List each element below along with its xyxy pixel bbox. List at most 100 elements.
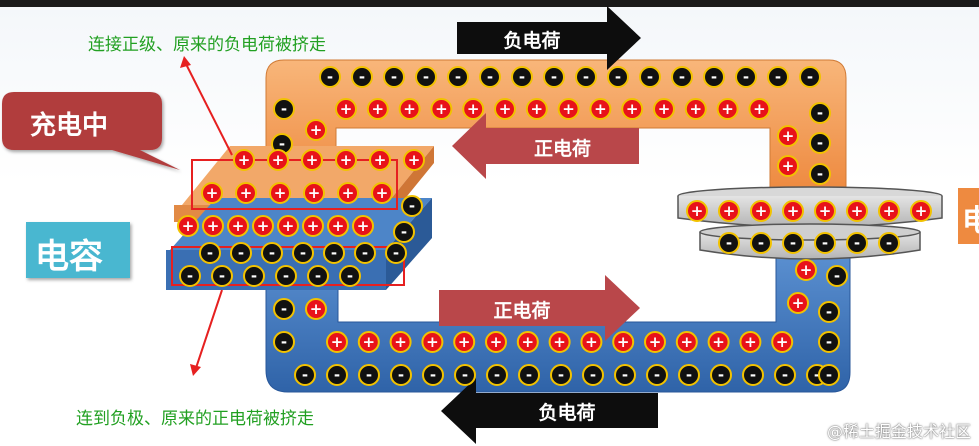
- svg-text:+: +: [594, 100, 607, 118]
- positive-charge: +: [878, 200, 900, 222]
- svg-text:-: -: [782, 366, 788, 384]
- svg-text:+: +: [403, 100, 416, 118]
- negative-charge: -: [339, 265, 361, 287]
- negative-charge: -: [511, 66, 533, 88]
- positive-charge: +: [686, 200, 708, 222]
- charging-bubble: [2, 92, 180, 170]
- charging-label: 充电中: [30, 111, 109, 141]
- inner-bottom-red-arrow: [439, 275, 640, 341]
- svg-text:+: +: [585, 333, 598, 351]
- positive-charge: +: [269, 182, 291, 204]
- svg-text:-: -: [654, 366, 660, 384]
- svg-text:-: -: [826, 333, 832, 351]
- svg-text:+: +: [553, 333, 566, 351]
- svg-text:-: -: [718, 366, 724, 384]
- negative-charge: -: [390, 364, 412, 386]
- right-capacitor-top-plate: [677, 186, 943, 228]
- positive-charge: +: [612, 331, 635, 353]
- svg-text:-: -: [886, 234, 892, 252]
- positive-charge: +: [233, 149, 255, 171]
- svg-text:+: +: [376, 184, 389, 202]
- svg-text:-: -: [315, 267, 321, 285]
- svg-text:-: -: [302, 366, 308, 384]
- svg-text:-: -: [686, 366, 692, 384]
- svg-text:+: +: [522, 333, 535, 351]
- svg-text:-: -: [269, 244, 275, 262]
- svg-text:+: +: [238, 151, 251, 169]
- svg-text:+: +: [340, 151, 353, 169]
- positive-charge: +: [277, 215, 299, 237]
- positive-charge: +: [795, 259, 817, 281]
- svg-text:-: -: [391, 68, 397, 86]
- negative-charge: -: [326, 364, 348, 386]
- top-note-pointer: [180, 56, 233, 156]
- svg-text:-: -: [279, 135, 285, 153]
- negative-charge: -: [292, 242, 314, 264]
- svg-text:-: -: [362, 244, 368, 262]
- svg-text:+: +: [363, 333, 376, 351]
- negative-charge: -: [742, 364, 764, 386]
- inner-bottom-arrow-label: 正电荷: [493, 300, 551, 322]
- svg-text:-: -: [750, 366, 756, 384]
- svg-text:+: +: [340, 100, 353, 118]
- top-note: 连接正级、原来的负电荷被挤走: [88, 35, 326, 55]
- positive-charge: +: [453, 331, 476, 353]
- positive-charge: +: [305, 298, 327, 320]
- positive-charge: +: [202, 215, 224, 237]
- svg-text:+: +: [744, 333, 757, 351]
- positive-charge: +: [516, 331, 539, 353]
- positive-charge: +: [684, 98, 707, 120]
- bottom-note-pointer: [190, 289, 223, 376]
- negative-charge: -: [678, 364, 700, 386]
- svg-text:-: -: [558, 366, 564, 384]
- bottom-left-black-arrow: [441, 378, 658, 444]
- positive-charge: +: [177, 215, 199, 237]
- positive-charge: +: [750, 200, 772, 222]
- svg-text:+: +: [272, 151, 285, 169]
- svg-text:+: +: [332, 217, 345, 235]
- svg-text:+: +: [782, 127, 795, 145]
- negative-charge: -: [486, 364, 508, 386]
- negative-charge: -: [718, 232, 740, 254]
- negative-charge: -: [767, 66, 789, 88]
- negative-charge: -: [307, 265, 329, 287]
- positive-charge: +: [366, 98, 389, 120]
- svg-text:+: +: [753, 100, 766, 118]
- positive-charge: +: [580, 331, 603, 353]
- svg-text:-: -: [331, 244, 337, 262]
- svg-text:-: -: [854, 234, 860, 252]
- negative-charge: -: [518, 364, 540, 386]
- svg-text:-: -: [455, 68, 461, 86]
- positive-charge: +: [201, 182, 223, 204]
- negative-charge: -: [846, 232, 868, 254]
- svg-text:-: -: [423, 68, 429, 86]
- svg-text:+: +: [915, 202, 928, 220]
- svg-text:-: -: [281, 333, 287, 351]
- negative-charge: -: [261, 242, 283, 264]
- negative-charge: -: [351, 66, 373, 88]
- svg-text:-: -: [398, 366, 404, 384]
- positive-charge: +: [305, 119, 327, 141]
- negative-charge: -: [179, 265, 201, 287]
- negative-charge: -: [750, 232, 772, 254]
- svg-text:-: -: [817, 134, 823, 152]
- negative-charge: -: [273, 298, 295, 320]
- positive-charge: +: [718, 200, 740, 222]
- positive-charge: +: [707, 331, 730, 353]
- positive-charge: +: [777, 125, 799, 147]
- svg-text:-: -: [219, 267, 225, 285]
- negative-charge: -: [323, 242, 345, 264]
- positive-charge: +: [371, 182, 393, 204]
- positive-charge: +: [389, 331, 412, 353]
- positive-charge: +: [267, 149, 289, 171]
- watermark: @稀土掘金技术社区: [826, 422, 971, 441]
- negative-charge: -: [199, 242, 221, 264]
- svg-text:+: +: [182, 217, 195, 235]
- svg-text:-: -: [775, 68, 781, 86]
- svg-text:+: +: [782, 157, 795, 175]
- svg-text:-: -: [187, 267, 193, 285]
- svg-text:+: +: [787, 202, 800, 220]
- positive-charge: +: [302, 215, 324, 237]
- svg-text:+: +: [207, 217, 220, 235]
- negative-charge: -: [671, 66, 693, 88]
